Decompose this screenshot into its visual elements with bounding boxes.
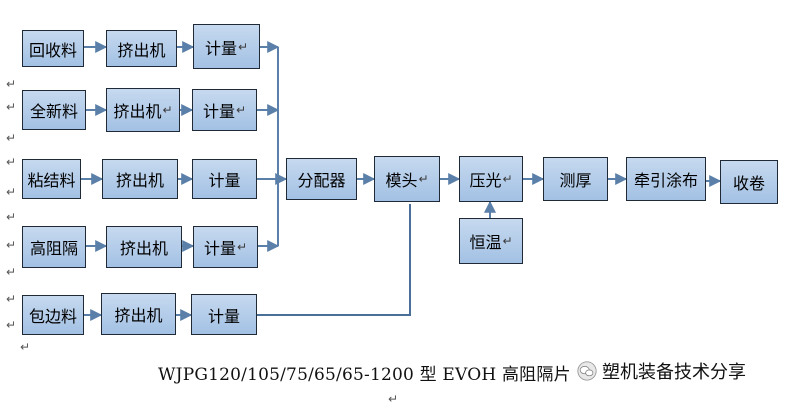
return-mark: ↵ xyxy=(6,77,17,91)
source-box-3: 粘结料 xyxy=(22,159,81,199)
source-box-5: 包边料 xyxy=(22,295,84,335)
meter-label-2: 计量 xyxy=(202,102,235,121)
thermostat-box: 恒温↵ xyxy=(459,218,523,264)
source-box-1: 回收料 xyxy=(22,30,84,67)
source-label-1: 回收料 xyxy=(28,40,77,60)
return-mark: ↵ xyxy=(6,155,17,169)
thermostat-label: 恒温 xyxy=(469,233,502,252)
return-mark: ↵ xyxy=(418,172,429,186)
calender-box: 压光↵ xyxy=(459,156,523,202)
extruder-box-3: 挤出机 xyxy=(102,159,178,199)
return-mark: ↵ xyxy=(502,172,513,186)
meter-box-5: 计量 xyxy=(191,294,257,335)
meter-box-1: 计量↵ xyxy=(193,24,260,69)
extruder-label-5: 挤出机 xyxy=(114,306,163,325)
return-mark: ↵ xyxy=(6,238,17,252)
return-mark: ↵ xyxy=(235,103,247,117)
return-mark: ↵ xyxy=(6,318,17,332)
meter-label-3: 计量 xyxy=(208,171,241,190)
watermark-text: 塑机装备技术分享 xyxy=(602,362,746,383)
figure-caption: WJPG120/105/75/65/65-1200 型 EVOH 高阻隔片 xyxy=(158,365,571,385)
haul-coat-box: 牵引涂布 xyxy=(626,157,706,201)
return-mark: ↵ xyxy=(20,340,31,354)
watermark: 塑机装备技术分享 xyxy=(572,356,750,386)
thickness-box: 测厚 xyxy=(543,157,608,201)
meter-label-4: 计量 xyxy=(203,239,236,258)
distributor-box: 分配器 xyxy=(286,158,357,200)
winder-label: 收卷 xyxy=(732,174,765,193)
extruder-label-1: 挤出机 xyxy=(117,40,166,60)
haul-coat-label: 牵引涂布 xyxy=(633,171,698,190)
extruder-label-3: 挤出机 xyxy=(115,171,164,190)
calender-label: 压光 xyxy=(469,171,502,190)
die-label: 模头 xyxy=(385,171,418,190)
extruder-box-1: 挤出机 xyxy=(106,30,177,67)
return-mark: ↵ xyxy=(6,131,17,145)
die-box: 模头↵ xyxy=(374,156,440,202)
source-box-4: 高阻隔 xyxy=(22,226,86,268)
wechat-icon xyxy=(577,361,597,381)
extruder-box-4: 挤出机 xyxy=(106,226,182,268)
return-mark: ↵ xyxy=(6,292,17,306)
extruder-label-2: 挤出机 xyxy=(113,102,162,121)
distributor-label: 分配器 xyxy=(297,171,346,190)
meter-box-2: 计量↵ xyxy=(192,89,257,131)
return-mark: ↵ xyxy=(6,100,17,114)
extruder-label-4: 挤出机 xyxy=(119,239,168,258)
source-label-3: 粘结料 xyxy=(27,171,76,190)
return-mark: ↵ xyxy=(6,185,17,199)
extruder-box-5: 挤出机 xyxy=(101,293,176,335)
extruder-box-2: 挤出机↵ xyxy=(106,88,180,132)
meter-label-1: 计量 xyxy=(204,38,237,58)
edge-trim-feed-line xyxy=(257,204,411,316)
return-mark: ↵ xyxy=(236,240,248,254)
source-label-2: 全新料 xyxy=(29,102,78,121)
return-mark: ↵ xyxy=(6,265,17,279)
meter-label-5: 计量 xyxy=(207,306,240,326)
meter-box-4: 计量↵ xyxy=(193,226,258,268)
source-label-5: 包边料 xyxy=(28,307,77,326)
winder-box: 收卷 xyxy=(720,160,778,204)
return-mark: ↵ xyxy=(502,234,513,248)
return-mark: ↵ xyxy=(162,103,173,117)
return-mark: ↵ xyxy=(388,392,399,406)
meter-box-3: 计量 xyxy=(192,159,257,199)
thickness-label: 测厚 xyxy=(559,171,592,190)
return-mark: ↵ xyxy=(237,39,249,54)
source-label-4: 高阻隔 xyxy=(29,239,78,258)
return-mark: ↵ xyxy=(6,210,17,224)
source-box-2: 全新料 xyxy=(22,90,86,130)
